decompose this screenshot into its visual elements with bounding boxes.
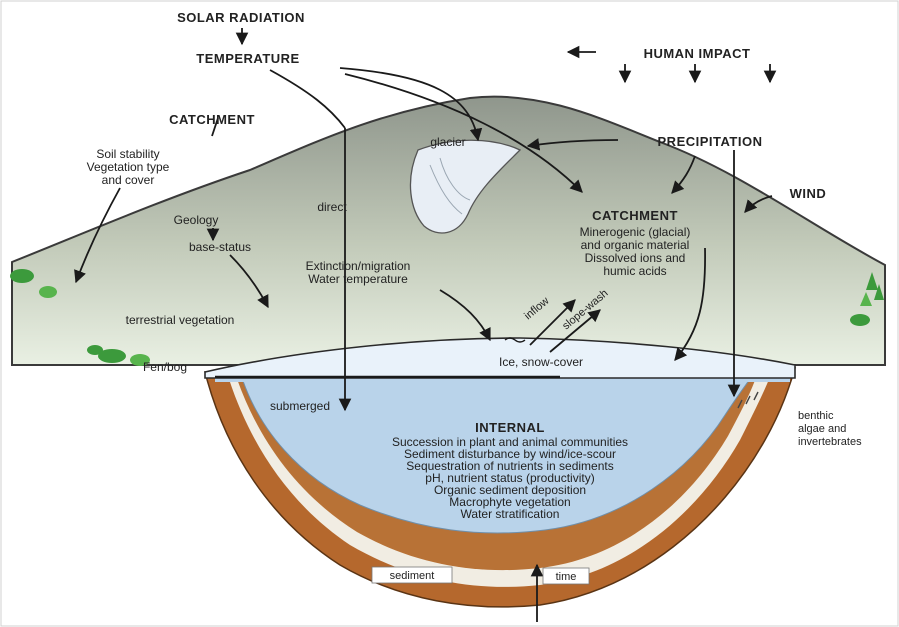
benthic-line-3: invertebrates <box>798 436 862 448</box>
internal-title: INTERNAL <box>475 420 545 435</box>
submerged-label: submerged <box>270 399 330 413</box>
time-label: time <box>556 571 577 583</box>
benthic-line-1: benthic <box>798 410 834 422</box>
geology-label: Geology <box>174 213 219 227</box>
sediment-label: sediment <box>390 570 435 582</box>
catch-line-3: Dissolved ions and <box>585 251 686 265</box>
catchment-right-title: CATCHMENT <box>592 208 678 223</box>
benthic-line-2: algae and <box>798 423 846 435</box>
temperature-label: TEMPERATURE <box>196 51 299 66</box>
solar-radiation-label: SOLAR RADIATION <box>177 10 305 25</box>
soil-stability-text: Soil stability <box>96 147 159 161</box>
fen-bog-label: Fen/bog <box>143 360 187 374</box>
internal-item: Water stratification <box>461 507 560 521</box>
temp-to-direct-arrow <box>270 70 345 128</box>
precipitation-label: PRECIPITATION <box>658 134 763 149</box>
catch-line-2: and organic material <box>581 238 690 252</box>
terrestrial-vegetation-label: terrestrial vegetation <box>126 313 235 327</box>
catchment-left-title: CATCHMENT <box>169 112 255 127</box>
extinction-migration-label: Extinction/migration <box>306 259 411 273</box>
and-cover-text: and cover <box>102 173 155 187</box>
wind-label: WIND <box>790 186 827 201</box>
water-temperature-label: Water temperature <box>308 272 408 286</box>
ice-snow-cover-label: Ice, snow-cover <box>499 355 583 369</box>
base-status-label: base-status <box>189 240 251 254</box>
direct-label: direct <box>317 200 347 214</box>
catch-line-1: Minerogenic (glacial) <box>580 225 691 239</box>
human-impact-label: HUMAN IMPACT <box>644 46 751 61</box>
vegetation-type-text: Vegetation type <box>87 160 170 174</box>
glacier-label: glacier <box>430 135 465 149</box>
catch-line-4: humic acids <box>603 264 666 278</box>
